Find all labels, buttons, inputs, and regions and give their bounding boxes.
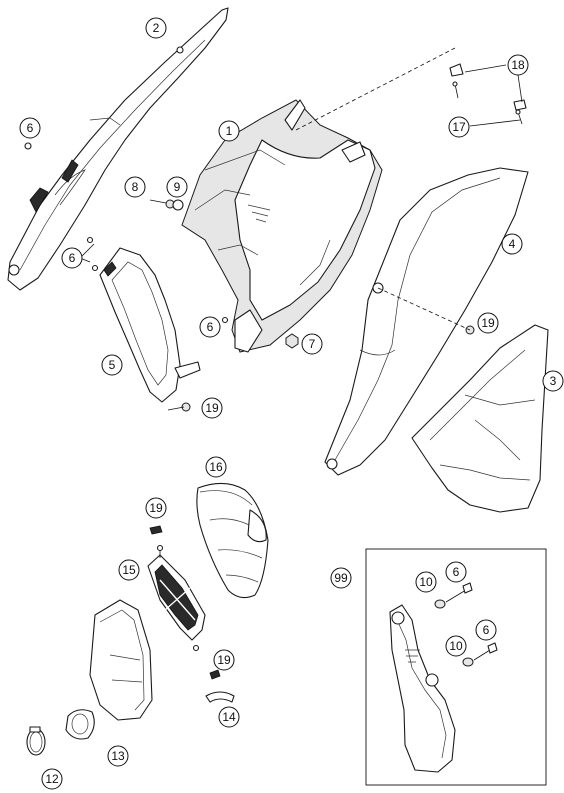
svg-text:1: 1 <box>226 124 233 138</box>
kit-99-box <box>365 548 547 786</box>
part-4-side-cover <box>324 167 529 476</box>
svg-text:8: 8 <box>132 180 139 194</box>
svg-text:6: 6 <box>483 623 490 637</box>
svg-text:10: 10 <box>449 639 463 653</box>
fasteners <box>24 63 527 680</box>
svg-text:16: 16 <box>209 460 223 474</box>
callout-6-c: 6 <box>199 316 221 338</box>
svg-text:99: 99 <box>334 571 348 585</box>
callout-6-a: 6 <box>19 117 41 139</box>
svg-text:14: 14 <box>222 710 236 724</box>
callout-19-c: 19 <box>145 497 167 519</box>
part-13-intake-boot <box>65 599 153 740</box>
callout-6-d: 6 <box>445 561 467 583</box>
svg-text:15: 15 <box>122 563 136 577</box>
svg-text:18: 18 <box>511 58 525 72</box>
svg-text:10: 10 <box>419 575 433 589</box>
callout-9: 9 <box>166 176 188 198</box>
callout-17: 17 <box>448 116 470 138</box>
svg-text:19: 19 <box>481 316 495 330</box>
callout-10-b: 10 <box>445 635 467 657</box>
callout-6-e: 6 <box>475 619 497 641</box>
svg-text:12: 12 <box>45 772 59 786</box>
callout-4: 4 <box>501 233 523 255</box>
part-16-filter-cover <box>196 482 269 599</box>
svg-text:6: 6 <box>207 320 214 334</box>
svg-text:7: 7 <box>309 337 316 351</box>
callout-5: 5 <box>101 354 123 376</box>
svg-text:19: 19 <box>149 501 163 515</box>
part-14-clip <box>205 691 235 703</box>
svg-text:4: 4 <box>509 237 516 251</box>
callout-18: 18 <box>507 54 529 76</box>
svg-text:5: 5 <box>109 358 116 372</box>
part-1-airbox <box>181 99 383 353</box>
svg-text:19: 19 <box>205 401 219 415</box>
callout-16: 16 <box>205 456 227 478</box>
callout-15: 15 <box>118 559 140 581</box>
svg-text:6: 6 <box>27 121 34 135</box>
callout-7: 7 <box>301 333 323 355</box>
callout-19-b: 19 <box>477 312 499 334</box>
callout-99: 99 <box>330 567 352 589</box>
svg-text:19: 19 <box>217 653 231 667</box>
part-2-side-cover <box>7 7 229 291</box>
part-3-outer-panel <box>411 324 549 513</box>
part-12-clamp <box>26 726 46 756</box>
svg-text:17: 17 <box>452 120 466 134</box>
svg-text:9: 9 <box>174 180 181 194</box>
callout-1: 1 <box>218 120 240 142</box>
callout-3: 3 <box>542 370 564 392</box>
svg-text:2: 2 <box>153 21 160 35</box>
part-15-air-filter <box>147 544 206 652</box>
callout-19-d: 19 <box>213 649 235 671</box>
callout-6-b: 6 <box>61 247 83 269</box>
callout-12: 12 <box>41 768 63 790</box>
callout-2: 2 <box>145 17 167 39</box>
svg-text:3: 3 <box>550 374 557 388</box>
callout-8: 8 <box>124 176 146 198</box>
callout-19-a: 19 <box>201 397 223 419</box>
callout-10-a: 10 <box>415 571 437 593</box>
callout-14: 14 <box>218 706 240 728</box>
svg-text:6: 6 <box>453 565 460 579</box>
callout-13: 13 <box>107 745 129 767</box>
svg-text:13: 13 <box>111 749 125 763</box>
part-5-filter-frame <box>99 247 201 403</box>
svg-text:6: 6 <box>69 251 76 265</box>
